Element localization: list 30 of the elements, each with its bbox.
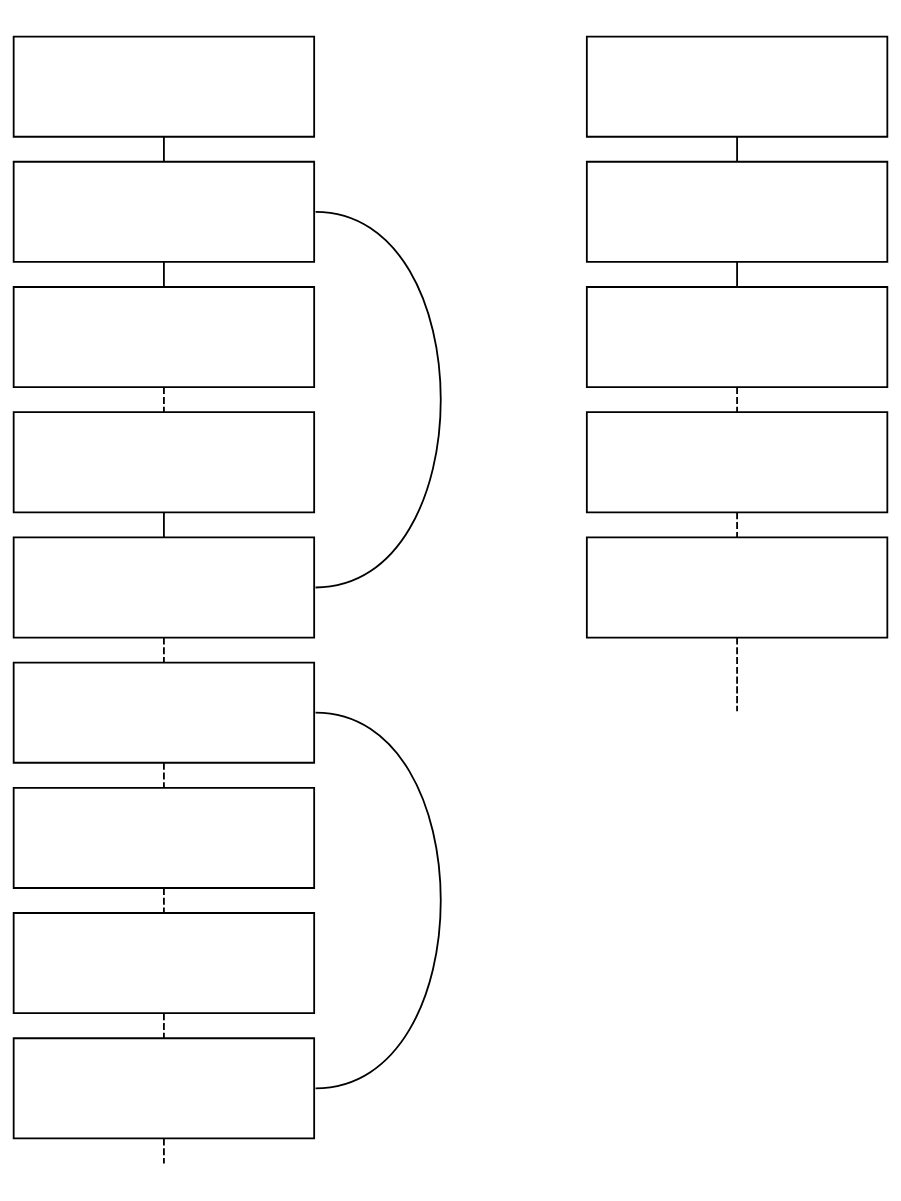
connector [314, 711, 442, 1090]
node-box [12, 661, 316, 764]
node-box [585, 35, 889, 138]
connector [163, 761, 165, 789]
node-box [12, 912, 316, 1015]
node-box [585, 411, 889, 514]
connector [736, 135, 738, 163]
node-box [12, 286, 316, 389]
node-box [585, 536, 889, 639]
node-box [12, 35, 316, 138]
node-box [12, 536, 316, 639]
connector [736, 261, 738, 288]
connector [163, 386, 165, 413]
connector [163, 261, 165, 288]
connector [736, 386, 738, 413]
connector [163, 887, 165, 914]
connector [314, 210, 442, 589]
node-box [12, 1037, 316, 1140]
node-box [12, 411, 316, 514]
connector [163, 636, 165, 664]
node-box [12, 786, 316, 889]
connector [163, 511, 165, 539]
connector [163, 1012, 165, 1039]
connector [736, 511, 738, 539]
connector [163, 135, 165, 163]
node-box [585, 286, 889, 389]
node-box [585, 160, 889, 263]
node-box [12, 160, 316, 263]
connector [736, 636, 738, 713]
connector [163, 1137, 165, 1165]
